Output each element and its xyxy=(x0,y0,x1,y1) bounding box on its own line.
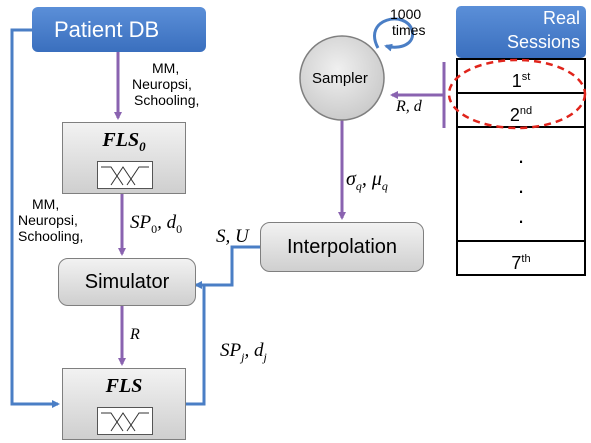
sp0-text: SP xyxy=(130,212,152,233)
sampler-loop-label-1: 1000 xyxy=(390,6,422,22)
dj-sub: j xyxy=(263,349,267,364)
edge-label-sp0-d0: SP0, d0 xyxy=(130,212,182,237)
mu-text: , μ xyxy=(361,168,382,190)
dj-text: , d xyxy=(244,340,264,361)
fls-fuzzy-sets-icon xyxy=(97,407,153,435)
edge-label-mm: MM, xyxy=(152,60,180,76)
real-sessions-label-1: Real xyxy=(542,8,580,28)
session-1-num: 1 xyxy=(511,71,522,91)
d0-sub: 0 xyxy=(176,221,183,236)
d0-text: , d xyxy=(157,212,177,233)
session-2-sup: nd xyxy=(519,105,533,117)
highlight-ellipse xyxy=(447,58,587,130)
left-label-neuropsi: Neuropsi, xyxy=(18,212,78,228)
fls0-label: FLS xyxy=(102,129,140,151)
edge-label-r: R xyxy=(130,326,140,343)
session-7-num: 7 xyxy=(511,253,522,273)
sampler-label: Sampler xyxy=(312,70,368,87)
session-1-sup: st xyxy=(521,71,531,83)
edge-label-neuropsi: Neuropsi, xyxy=(132,76,192,92)
fls-label: FLS xyxy=(105,375,143,397)
fls-box: FLS xyxy=(62,368,186,440)
sigma-text: σ xyxy=(346,168,356,190)
simulator-label: Simulator xyxy=(84,271,170,293)
spj-sub: j xyxy=(241,349,245,364)
left-label-schooling: Schooling, xyxy=(18,228,84,244)
edge-label-spj-dj: SPj, dj xyxy=(220,340,267,365)
session-ellipsis-cell: · · · xyxy=(456,126,586,242)
sampler-loop-label-2: times xyxy=(392,22,426,38)
sampler-node xyxy=(299,35,385,121)
interpolation-box: Interpolation xyxy=(260,222,424,272)
patient-db-box: Patient DB xyxy=(32,7,206,52)
sampler-loop-arrow xyxy=(373,17,415,52)
fls0-box: FLS0 xyxy=(62,122,186,194)
edge-label-su: S, U xyxy=(216,226,249,247)
dot-1: · xyxy=(517,148,525,173)
patient-db-label: Patient DB xyxy=(54,17,160,42)
sigma-sub: q xyxy=(355,179,362,193)
session-row-1: 1st xyxy=(456,58,586,94)
real-sessions-label-2: Sessions xyxy=(506,32,580,52)
session-2-num: 2 xyxy=(509,105,520,125)
edge-label-sigma-mu: σq, μq xyxy=(346,168,388,194)
left-label-mm: MM, xyxy=(32,196,60,212)
edge-label-rd: R, d xyxy=(396,98,422,115)
dot-3: · xyxy=(517,208,525,233)
fls0-sub: 0 xyxy=(139,139,146,154)
mu-sub: q xyxy=(381,179,388,193)
real-sessions-header: Real Sessions xyxy=(456,6,586,58)
arrow-db-to-fls-loop xyxy=(10,28,60,408)
spj-text: SP xyxy=(220,340,242,361)
arrow-interpolation-to-simulator xyxy=(198,245,260,287)
sp0-sub: 0 xyxy=(151,221,158,236)
session-7-sup: th xyxy=(521,253,531,265)
dot-2: · xyxy=(517,178,525,203)
arrow-sessions-to-sampler xyxy=(392,62,446,128)
session-row-7: 7th xyxy=(456,240,586,276)
fuzzy-sets-icon xyxy=(97,161,153,189)
edge-label-schooling: Schooling, xyxy=(134,92,200,108)
interpolation-label: Interpolation xyxy=(286,236,398,258)
simulator-box: Simulator xyxy=(58,258,196,306)
